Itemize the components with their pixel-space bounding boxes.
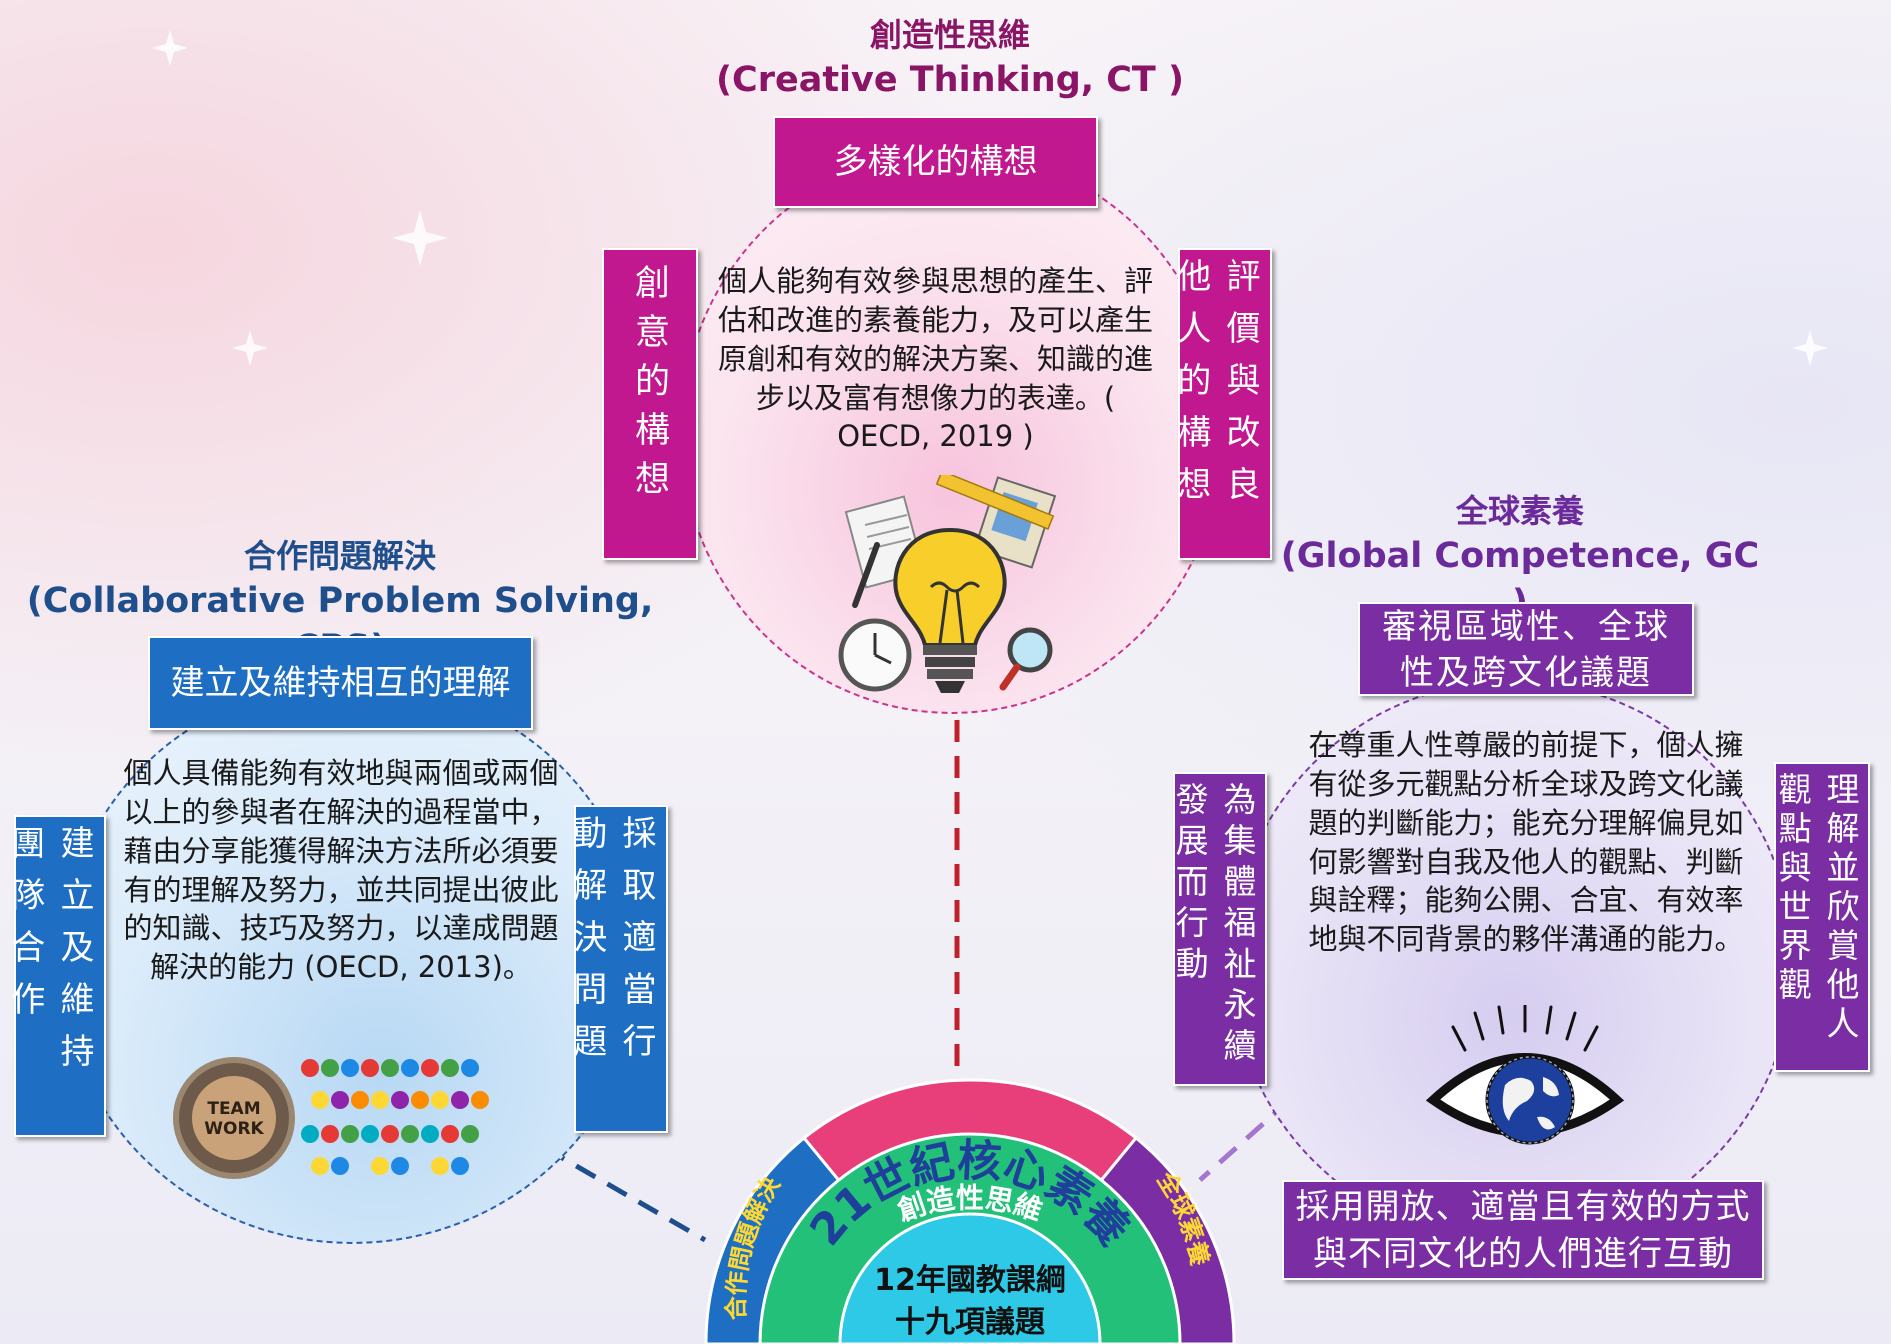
gc-title-en: (Global Competence, GC ): [1280, 536, 1760, 623]
ct-top-box: 多樣化的構想: [773, 116, 1098, 208]
gc-left-box: 為集體福祉永續發展而行動: [1170, 772, 1267, 1086]
core-competency-hub: 創造性思維 合作問題解決 全球素養 21世紀核心素養 12年國教課綱 十九項議題: [704, 1078, 1236, 1344]
gc-title-zh: 全球素養: [1455, 492, 1584, 530]
magnifier-icon: [999, 627, 1053, 691]
gc-circle: [1230, 680, 1794, 1244]
bulb: [893, 527, 1007, 693]
hub-center-line1: 12年國教課綱: [874, 1263, 1066, 1298]
lightbulb-icon: [838, 475, 1057, 693]
gc-right-box: 理解並欣賞他人觀點與世界觀: [1773, 762, 1870, 1072]
ruler-icon: [935, 475, 1055, 530]
cps-left-box: 建立及維持團隊合作: [5, 815, 106, 1137]
ct-description: 個人能夠有效參與思想的產生、評估和改進的素養能力，及可以產生原創和有效的解決方案…: [717, 264, 1153, 454]
cps-title-zh: 合作問題解決: [243, 537, 436, 575]
clock-icon: [838, 618, 912, 692]
team-people-icon: TEAM WORK: [173, 1057, 489, 1179]
hub-center: [838, 1212, 1102, 1344]
gc-description: 在尊重人性尊嚴的前提下，個人擁有從多元觀點分析全球及跨文化議題的判斷能力；能充分…: [1308, 728, 1744, 957]
cps-top-box: 建立及維持相互的理解: [148, 636, 533, 730]
team-work-badge-line2: WORK: [204, 1119, 264, 1139]
cps-description: 個人具備能夠有效地與兩個或兩個以上的參與者在解決的過程當中，藉由分享能獲得解決方…: [123, 756, 559, 985]
ct-title-en: (Creative Thinking, CT ): [716, 60, 1184, 101]
ct-right-box: 評價與改良他人的構想: [1171, 248, 1272, 560]
team-work-badge-line1: TEAM: [207, 1099, 260, 1119]
gc-title: 全球素養 (Global Competence, GC ): [1270, 490, 1770, 628]
gc-top-box: 審視區域性、全球性及跨文化議題: [1358, 602, 1694, 696]
hub-center-line2: 十九項議題: [895, 1305, 1045, 1340]
pencil-icon: [852, 542, 880, 608]
ct-left-box: 創意的構想: [602, 248, 698, 560]
cps-circle: [60, 680, 644, 1244]
cps-right-box: 採取適當行動解決問題: [567, 805, 668, 1133]
cps-title: 合作問題解決 (Collaborative Problem Solving, C…: [0, 535, 680, 673]
cps-connector: [543, 1145, 707, 1243]
ct-title-zh: 創造性思維: [869, 16, 1030, 54]
eye-globe-icon: [1425, 1005, 1625, 1145]
gc-bottom-box: 採用開放、適當且有效的方式與不同文化的人們進行互動: [1282, 1180, 1764, 1280]
ct-title: 創造性思維 (Creative Thinking, CT ): [700, 14, 1200, 104]
